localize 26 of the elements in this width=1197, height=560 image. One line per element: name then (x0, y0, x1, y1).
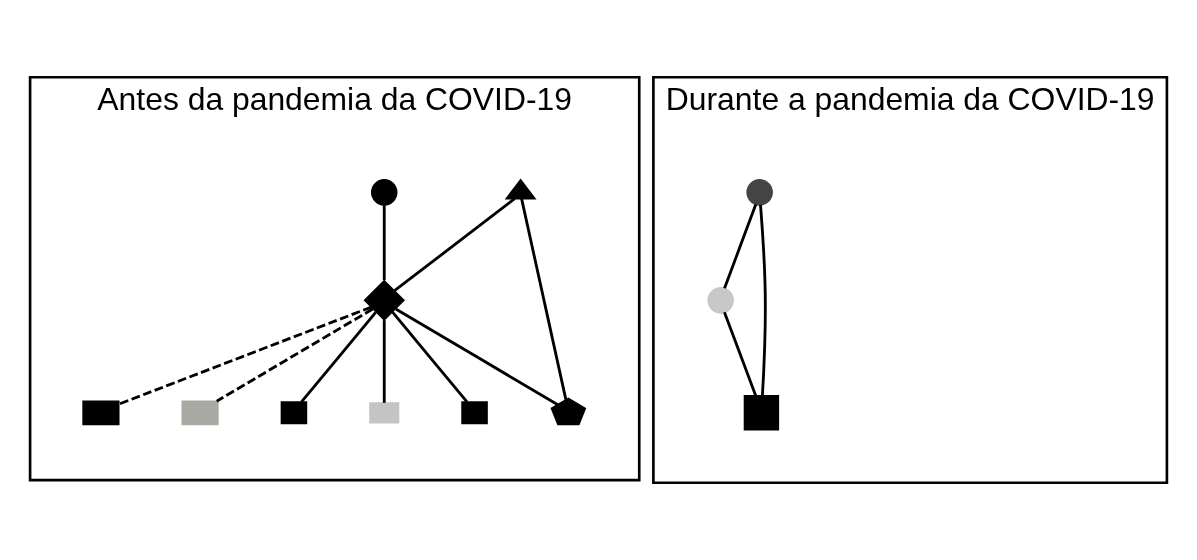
node-circle (707, 287, 734, 314)
connector (759, 204, 767, 396)
connector (395, 307, 559, 406)
connector (391, 311, 469, 403)
connector (216, 307, 374, 403)
connector (382, 320, 386, 403)
node-circle (746, 179, 773, 206)
node-box (181, 400, 219, 426)
cluster: Durante a pandemia da COVID-19 (652, 75, 1169, 485)
node-box (461, 401, 488, 425)
node-triangle (504, 178, 537, 200)
node-pentagon (550, 397, 587, 426)
node-circle (370, 179, 398, 206)
cluster: Antes da pandemia da COVID-19 (28, 75, 641, 482)
node-box (82, 400, 120, 426)
connector (723, 204, 758, 289)
connector (300, 311, 377, 403)
node-box (280, 401, 308, 425)
node-diamond (363, 279, 405, 322)
connector (118, 305, 372, 406)
connector (393, 197, 516, 292)
connector (382, 205, 386, 281)
connector (723, 311, 758, 397)
node-box (369, 402, 400, 424)
connector (520, 198, 568, 400)
node-box (743, 395, 780, 431)
